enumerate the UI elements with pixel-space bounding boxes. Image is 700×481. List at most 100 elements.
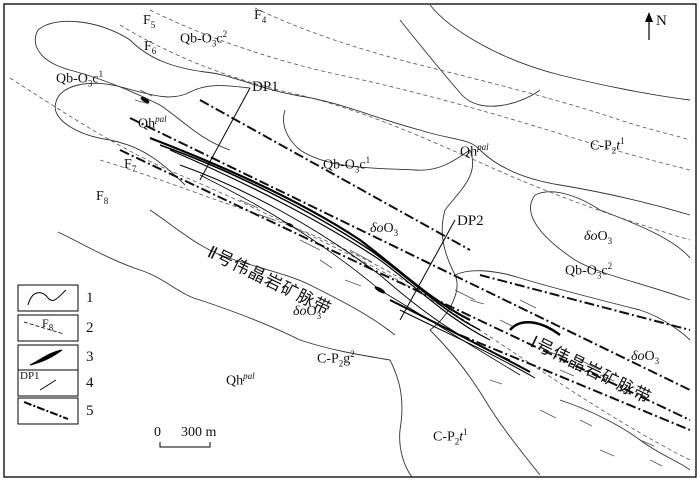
unit-base: δo: [631, 349, 645, 364]
boundary-belt2-south: [149, 209, 396, 336]
unit-base: δo: [293, 304, 307, 319]
unit-sub: 3: [354, 164, 360, 175]
fault-label-f7: F7: [124, 158, 136, 174]
boundary-southeast: [429, 329, 541, 476]
legend-box-4: [17, 369, 79, 397]
unit-sup: 1: [365, 155, 371, 165]
unit-sub: 2: [338, 358, 344, 369]
boundary-qh-left-top: [55, 82, 251, 103]
legend-symbols: [23, 289, 69, 420]
fault-number: 5: [150, 19, 156, 30]
legend-box-2: [17, 314, 79, 342]
unit-label-do-o3-far: δoO3: [631, 350, 659, 366]
boundary-qh-left-bottom: [54, 101, 186, 186]
unit-label-qb-o3c2-top: Qb-O3c2: [180, 30, 227, 48]
north-arrow-icon: [645, 12, 653, 40]
unit-base: Qh: [138, 116, 156, 132]
unit-sub: 3: [211, 38, 217, 49]
map-frame: [3, 3, 697, 478]
profile-label-dp1: DP1: [252, 79, 279, 95]
unit-base: δo: [584, 229, 598, 244]
unit-tail: c: [216, 31, 223, 47]
unit-sub: 3: [596, 270, 602, 281]
unit-tail: c: [92, 71, 99, 87]
unit-tail: c: [601, 263, 608, 279]
unit-label-cp2g2: C-P2g2: [317, 350, 355, 368]
scale-zero: 0: [154, 425, 161, 440]
unit-base: Qb-O: [56, 71, 88, 87]
fault-label-f6: F6: [144, 40, 156, 56]
unit-base: C-P: [433, 429, 455, 445]
unit-label-qb-o3c1-left: Qb-O3c1: [56, 70, 103, 88]
boundary-qh-center-west: [429, 149, 474, 331]
unit-sub: 2: [611, 145, 617, 156]
unit-base: Qh: [460, 144, 478, 160]
unit-sup: 2: [350, 349, 355, 359]
belt1-upper-boundary: [479, 274, 691, 331]
legend-label-2: 2: [86, 320, 94, 336]
unit-base: C-P: [317, 351, 339, 367]
legend-label-1: 1: [86, 290, 94, 306]
unit-base: Qb-O: [565, 263, 597, 279]
unit-label-qh-bottom: Qhpal: [226, 372, 255, 389]
legend-label-4: 4: [86, 375, 94, 391]
vein-main-1: [149, 136, 471, 321]
unit-sub: 3: [316, 310, 322, 321]
fault-label-f8: F8: [96, 190, 108, 206]
boundary-far-southeast: [559, 399, 691, 471]
unit-base: Qb-O: [323, 157, 355, 173]
unit-tail: O: [644, 349, 655, 364]
fault-label-f4: F4: [254, 9, 266, 25]
unit-sup: pal: [243, 371, 255, 381]
boundary-right-lens-top: [534, 191, 691, 259]
scale-value: 300 m: [181, 425, 217, 440]
north-label: N: [656, 13, 667, 29]
fault-f6: [119, 24, 691, 241]
unit-sup: pal: [477, 142, 489, 152]
fault-letter: F: [144, 39, 152, 54]
geological-boundaries: [34, 4, 691, 478]
unit-label-do-o3-right: δoO3: [584, 230, 612, 246]
unit-tail: c: [359, 157, 366, 173]
profile-dp2-line: [399, 219, 456, 321]
vein-belt1-2: [399, 309, 536, 379]
fault-number: 4: [261, 14, 267, 25]
boundary-qh-north: [399, 19, 541, 107]
legend-dp-text: DP1: [20, 370, 40, 382]
profile-dp1-line: [199, 87, 251, 181]
unit-tail: O: [383, 221, 394, 236]
fault-letter: F: [254, 8, 262, 23]
unit-tail: O: [306, 304, 317, 319]
belt2-lower-boundary: [119, 149, 691, 421]
fault-letter: F: [143, 13, 151, 28]
boundary-upper: [37, 20, 481, 151]
unit-label-cp2t1-right: C-P2t1: [590, 137, 625, 155]
unit-base: δo: [370, 221, 384, 236]
fault-label-f5: F5: [143, 14, 155, 30]
vein-belt1-lens: [509, 321, 561, 337]
unit-label-do-o3-center: δoO3: [370, 222, 398, 238]
unit-base: Qh: [226, 373, 244, 389]
unit-label-qb-o3c1-mid: Qb-O3c1: [323, 156, 370, 174]
boundary-right-lens-bottom: [530, 194, 691, 301]
boundary-center-east: [479, 149, 691, 216]
vein-main-3: [169, 149, 491, 341]
unit-sub: 2: [454, 436, 460, 447]
vein-main-2: [159, 144, 481, 331]
unit-base: C-P: [590, 138, 612, 154]
fault-f4: [254, 7, 691, 141]
unit-tail: t: [459, 429, 464, 445]
unit-tail: O: [597, 229, 608, 244]
unit-base: Qb-O: [180, 31, 212, 47]
fault-letter: F: [96, 189, 104, 204]
fault-letter: F: [124, 157, 132, 172]
belt-boundaries: [119, 99, 691, 431]
legend-label-5: 5: [86, 403, 94, 419]
boundary-south: [57, 231, 413, 478]
scale-bar: [159, 442, 211, 448]
unit-label-qh-mid: Qhpal: [460, 143, 489, 160]
belt2-upper-boundary: [129, 117, 691, 391]
unit-sub: 3: [393, 227, 399, 238]
